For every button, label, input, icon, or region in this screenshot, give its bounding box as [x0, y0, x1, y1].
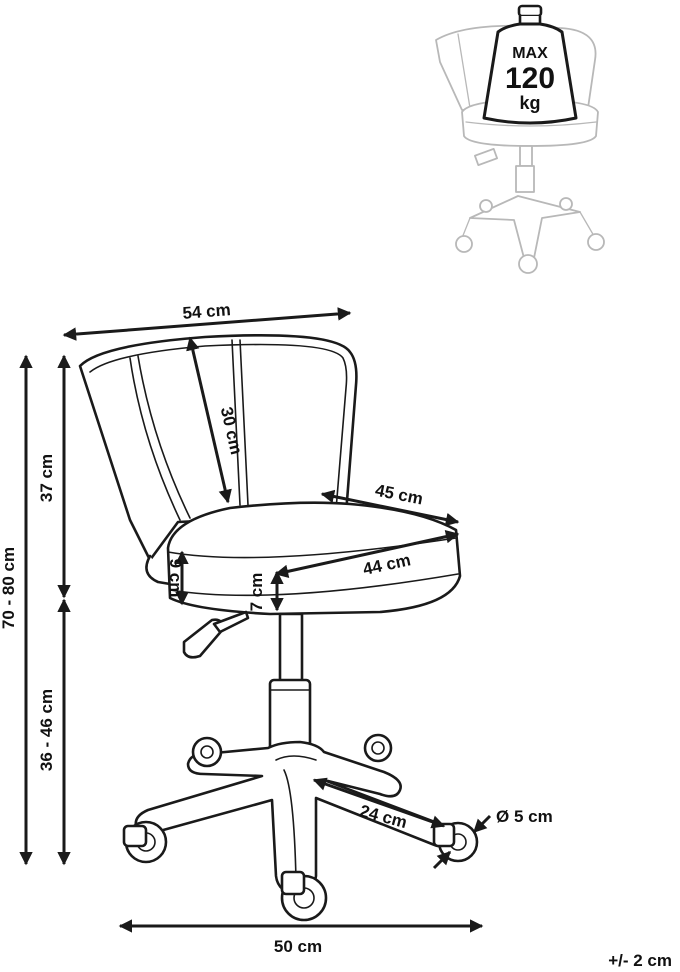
weight-max-label: MAX — [512, 45, 548, 62]
label-leg-length: 24 cm — [358, 801, 409, 832]
seat — [166, 501, 462, 616]
dim-backrest-width-line — [62, 307, 352, 341]
tolerance-note: +/- 2 cm — [608, 951, 672, 970]
dim-leg-length-line — [312, 777, 446, 829]
label-caster-diameter: Ø 5 cm — [496, 807, 553, 826]
dimension-labels: 54 cm 30 cm 45 cm 44 cm 9 cm 7 cm 37 cm … — [0, 300, 672, 970]
label-backrest-width: 54 cm — [182, 300, 232, 323]
weight-handle — [517, 4, 543, 18]
label-seat-height: 36 - 46 cm — [37, 689, 56, 771]
weight-body — [482, 22, 578, 125]
dim-seat-depth-line — [320, 489, 460, 527]
dim-caster-arrow-bottom — [432, 850, 452, 870]
label-base-width: 50 cm — [274, 937, 322, 956]
gas-column — [278, 612, 304, 684]
dim-caster-arrow-top — [472, 814, 492, 834]
weight-value: 120 — [505, 62, 555, 95]
label-seat-depth: 45 cm — [374, 481, 425, 509]
main-chair — [78, 334, 479, 922]
label-back-height: 37 cm — [37, 454, 56, 502]
dim-seat-width-line — [274, 530, 460, 578]
dim-backrest-height-line — [186, 336, 232, 504]
label-armrest-gap: 9 cm — [166, 559, 185, 598]
dimension-lines — [19, 307, 492, 933]
label-seat-thickness: 7 cm — [247, 573, 266, 612]
height-lever — [182, 618, 226, 659]
weight-unit: kg — [519, 93, 540, 113]
weight-badge: MAX 120 kg — [482, 4, 578, 125]
label-total-height: 70 - 80 cm — [0, 547, 18, 629]
